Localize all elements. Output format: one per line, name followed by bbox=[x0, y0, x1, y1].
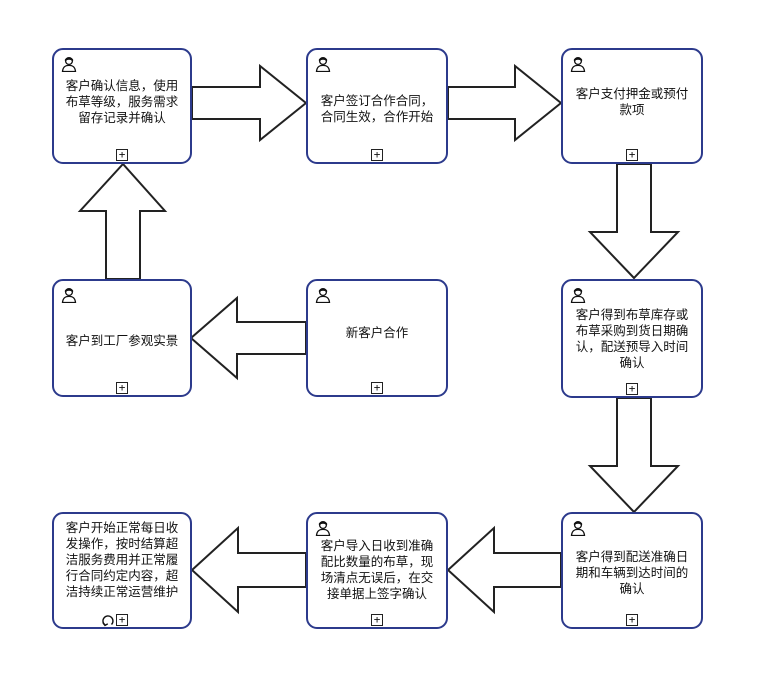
user-icon bbox=[61, 56, 77, 72]
user-icon bbox=[570, 287, 586, 303]
task-pay-deposit[interactable]: 客户支付押金或预付 款项 + bbox=[561, 48, 703, 164]
arrow-t2-to-t3 bbox=[447, 63, 563, 143]
subprocess-plus-icon[interactable]: + bbox=[371, 149, 383, 161]
arrow-t5-to-t4 bbox=[189, 295, 307, 381]
arrow-t3-to-t6 bbox=[587, 163, 681, 280]
task-label: 客户支付押金或预付 款项 bbox=[575, 86, 689, 117]
task-delivery-signoff[interactable]: 客户导入日收到准确 配比数量的布草，现 场清点无误后，在交 接单据上签字确认 + bbox=[306, 512, 448, 629]
task-sign-contract[interactable]: 客户签订合作合同， 合同生效，合作开始 + bbox=[306, 48, 448, 164]
user-icon bbox=[315, 520, 331, 536]
user-icon bbox=[570, 520, 586, 536]
task-new-customer[interactable]: 新客户合作 + bbox=[306, 279, 448, 397]
user-icon bbox=[570, 56, 586, 72]
subprocess-plus-icon[interactable]: + bbox=[371, 614, 383, 626]
arrow-t9-to-t8 bbox=[446, 525, 562, 615]
task-label: 客户开始正常每日收 发操作，按时结算超 洁服务费用并正常履 行合同约定内容，超 … bbox=[65, 520, 179, 599]
subprocess-plus-icon[interactable]: + bbox=[116, 382, 128, 394]
subprocess-plus-icon[interactable]: + bbox=[371, 382, 383, 394]
task-label: 客户得到配送准确日 期和车辆到达时间的 确认 bbox=[575, 549, 689, 596]
task-stock-confirmation[interactable]: 客户得到布草库存或 布草采购到货日期确 认，配送预导入时间 确认 + bbox=[561, 279, 703, 398]
arrow-t6-to-t9 bbox=[587, 397, 681, 514]
user-icon bbox=[61, 287, 77, 303]
arrow-t1-to-t2 bbox=[191, 63, 308, 143]
task-label: 客户确认信息，使用 布草等级，服务需求 留存记录并确认 bbox=[65, 78, 179, 125]
loop-icon bbox=[102, 615, 114, 627]
arrow-t4-to-t1 bbox=[77, 162, 168, 280]
subprocess-plus-icon[interactable]: + bbox=[116, 614, 128, 626]
subprocess-plus-icon[interactable]: + bbox=[626, 383, 638, 395]
task-label: 客户得到布草库存或 布草采购到货日期确 认，配送预导入时间 确认 bbox=[575, 307, 689, 370]
subprocess-plus-icon[interactable]: + bbox=[626, 149, 638, 161]
task-confirm-information[interactable]: 客户确认信息，使用 布草等级，服务需求 留存记录并确认 + bbox=[52, 48, 192, 164]
task-label: 新客户合作 bbox=[345, 325, 409, 340]
task-delivery-date-confirmation[interactable]: 客户得到配送准确日 期和车辆到达时间的 确认 + bbox=[561, 512, 703, 629]
subprocess-plus-icon[interactable]: + bbox=[626, 614, 638, 626]
task-label: 客户签订合作合同， 合同生效，合作开始 bbox=[320, 93, 434, 124]
user-icon bbox=[315, 56, 331, 72]
task-factory-visit[interactable]: 客户到工厂参观实景 + bbox=[52, 279, 192, 397]
arrow-t8-to-t7 bbox=[190, 525, 307, 615]
task-daily-operation[interactable]: 客户开始正常每日收 发操作，按时结算超 洁服务费用并正常履 行合同约定内容，超 … bbox=[52, 512, 192, 629]
task-label: 客户导入日收到准确 配比数量的布草，现 场清点无误后，在交 接单据上签字确认 bbox=[320, 538, 434, 601]
task-label: 客户到工厂参观实景 bbox=[65, 333, 179, 348]
user-icon bbox=[315, 287, 331, 303]
subprocess-plus-icon[interactable]: + bbox=[116, 149, 128, 161]
